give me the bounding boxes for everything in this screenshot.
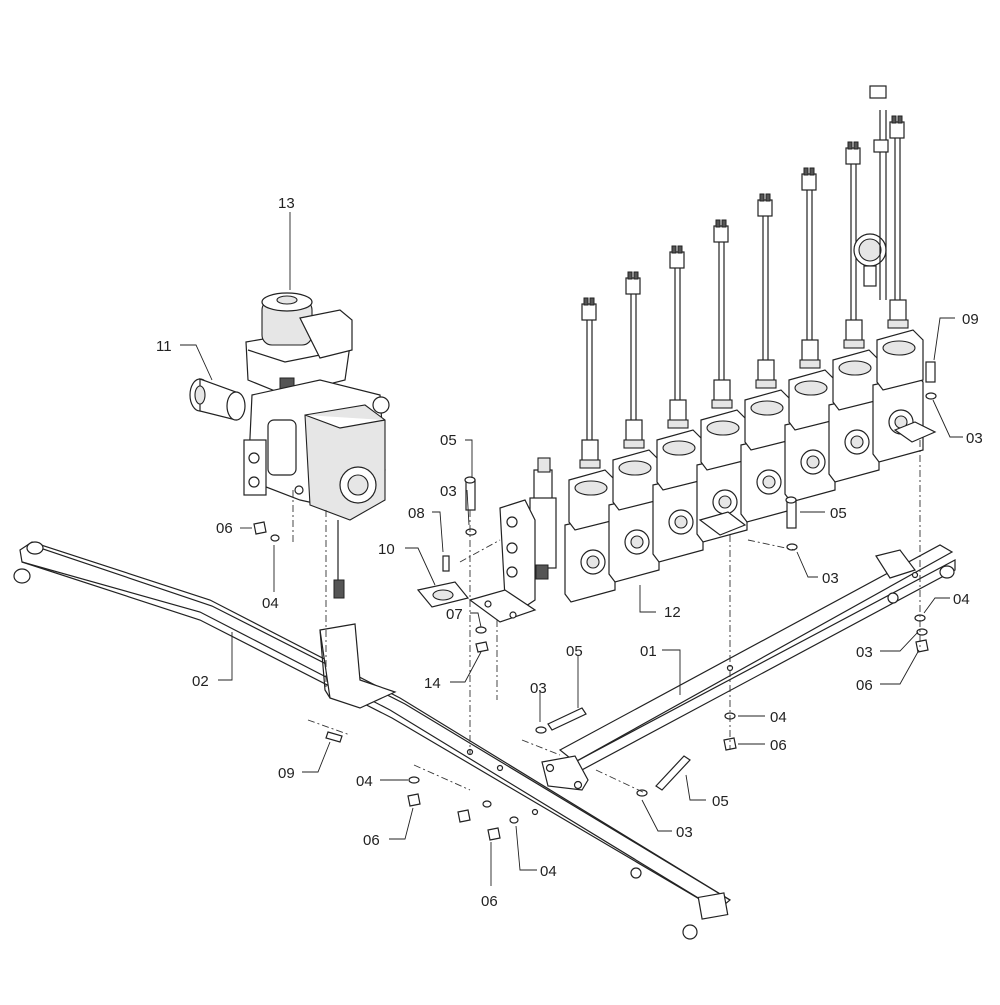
callout-06-bottom-left: 06	[363, 832, 380, 849]
callout-03-lower-left: 03	[530, 680, 547, 697]
washer-07	[475, 626, 487, 634]
callout-04-bottom: 04	[540, 863, 557, 880]
section-valve	[652, 245, 704, 563]
callout-12: 12	[664, 604, 681, 621]
pressure-sensor	[529, 457, 557, 580]
right-foot-bracket	[698, 421, 937, 536]
bolt-05-upper	[464, 476, 476, 511]
callout-05-mid: 05	[830, 505, 847, 522]
callout-11: 11	[156, 338, 172, 355]
callout-leaders	[180, 212, 963, 886]
bolt-08	[442, 555, 450, 572]
washer-nut-bottom-left	[407, 776, 421, 807]
callout-06-right: 06	[856, 677, 873, 694]
nut-14	[475, 641, 489, 653]
fitting-11	[189, 378, 390, 421]
bolt-05-lower-left	[535, 707, 587, 734]
section-valve	[608, 271, 660, 583]
manifold-12	[564, 115, 924, 603]
callout-06-center: 06	[770, 737, 787, 754]
gasket-10	[416, 581, 470, 608]
valve-actuator-13	[245, 292, 353, 399]
callout-04-center: 04	[770, 709, 787, 726]
washer-nut-center	[723, 712, 737, 751]
callout-04-valve: 04	[262, 595, 279, 612]
callout-03-right: 03	[966, 430, 983, 447]
valve-body	[243, 379, 386, 599]
callout-05-lower-left: 05	[566, 643, 583, 660]
callout-04-bottom-left: 04	[356, 773, 373, 790]
section-valve	[784, 167, 836, 503]
callout-03-mid: 03	[822, 570, 839, 587]
callout-01: 01	[640, 643, 657, 660]
frame-tube-01	[541, 544, 956, 791]
callout-07: 07	[446, 606, 463, 623]
assembly-centrelines	[292, 440, 921, 794]
callout-09-right: 09	[962, 311, 979, 328]
pressure-gauge	[853, 85, 889, 300]
mounting-bracket	[468, 499, 537, 623]
callout-14: 14	[424, 675, 441, 692]
bolt-05-mid	[785, 496, 798, 551]
callout-04-right: 04	[953, 591, 970, 608]
callout-labels: 13 11 05 03 08 10 07 14 06 04 02 12 05 0…	[156, 195, 983, 910]
callout-05-upper: 05	[440, 432, 457, 449]
bolt-09-left	[325, 731, 343, 743]
callout-03-lower-right: 03	[676, 824, 693, 841]
frame-tube-02	[13, 541, 732, 940]
callout-08: 08	[408, 505, 425, 522]
callout-09-left: 09	[278, 765, 295, 782]
callout-06-bottom: 06	[481, 893, 498, 910]
callout-10: 10	[378, 541, 395, 558]
washer-nut-bottom-center	[457, 800, 519, 841]
callout-05-lower-right: 05	[712, 793, 729, 810]
section-valve	[696, 219, 748, 543]
bolt-05-lower-right	[636, 755, 691, 797]
callout-13: 13	[278, 195, 295, 212]
callout-03-right-lower: 03	[856, 644, 873, 661]
nut-06-valve	[253, 521, 280, 542]
section-valve	[564, 297, 616, 603]
section-valve	[740, 193, 792, 523]
bolt-09-right	[925, 361, 937, 400]
callout-03-upper: 03	[440, 483, 457, 500]
callout-06-valve: 06	[216, 520, 233, 537]
washer-03-upper	[465, 528, 477, 536]
callout-02: 02	[192, 673, 209, 690]
section-valve	[828, 141, 880, 483]
